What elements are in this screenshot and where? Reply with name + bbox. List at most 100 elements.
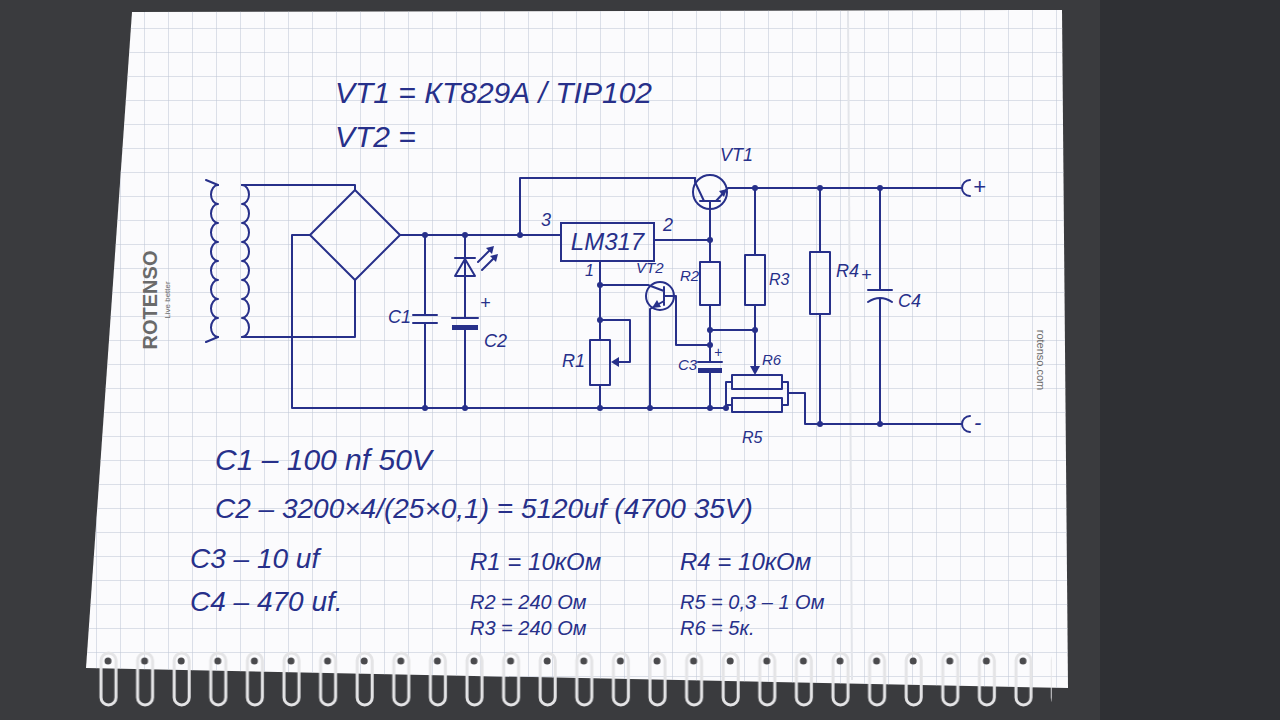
potentiometer-symbol (590, 340, 610, 385)
solid-marks (422, 232, 428, 238)
solid-marks (877, 421, 883, 427)
solid-marks (707, 405, 713, 411)
part-note: VT1 = КТ829А / TIP102 (335, 78, 652, 108)
part-label: VT2 (636, 260, 664, 275)
solid-marks (750, 366, 760, 375)
polarity-mark: + (480, 294, 491, 312)
part-label: VT1 (720, 146, 753, 164)
solid-marks (647, 405, 653, 411)
capacitor-symbol (868, 188, 892, 424)
regulator-box: LM317 (560, 222, 655, 262)
transformer-primary (211, 185, 218, 337)
solid-marks (597, 282, 603, 288)
circuit-wires (709, 305, 711, 362)
watermark: rotenso.com (1035, 330, 1046, 391)
solid-marks (517, 232, 523, 238)
part-label: R4 (836, 262, 859, 280)
part-value: R4 = 10кОм (680, 550, 811, 574)
circuit-wires (242, 185, 355, 190)
part-label: R6 (762, 352, 781, 367)
circuit-wires (242, 280, 355, 337)
part-label: R3 (769, 272, 789, 288)
part-value: R5 = 0,3 – 1 Ом (680, 592, 824, 612)
part-value: R1 = 10кОм (470, 550, 601, 574)
circuit-wires (726, 382, 962, 424)
capacitor-symbol (698, 362, 722, 408)
solid-marks (752, 327, 758, 333)
part-value: C3 – 10 uf (190, 545, 319, 573)
solid-marks (597, 317, 603, 323)
solid-marks (462, 405, 468, 411)
circuit-wires (292, 235, 726, 408)
part-value: R3 = 240 Ом (470, 618, 587, 638)
background (1100, 0, 1280, 720)
terminal-sign: - (974, 412, 981, 434)
solid-marks (817, 185, 823, 191)
transformer-secondary (242, 185, 249, 337)
part-label: C3 (678, 357, 697, 372)
part-label: R1 (562, 352, 585, 370)
circuit-wires (819, 188, 821, 424)
solid-marks (723, 405, 729, 411)
solid-marks (719, 189, 727, 197)
solid-marks (422, 405, 428, 411)
pin-number: 3 (541, 211, 551, 229)
terminal-symbol (962, 180, 970, 432)
circuit-wires (710, 305, 755, 368)
resistor-symbol (700, 262, 720, 305)
solid-marks (707, 327, 713, 333)
solid-marks (597, 405, 603, 411)
solid-marks (652, 300, 661, 308)
circuit-wires (599, 262, 601, 340)
circuit-wires (206, 175, 970, 432)
solid-marks (877, 185, 883, 191)
circuit-wires (600, 285, 710, 408)
part-label: C4 (898, 292, 921, 310)
solid-marks (817, 421, 823, 427)
circuit-wires (600, 320, 630, 362)
part-label: C2 (484, 332, 507, 350)
circuit-wires (754, 188, 756, 255)
paper-sheet (86, 10, 1068, 710)
pin-number: 2 (663, 216, 673, 234)
polarity-mark: + (861, 266, 872, 284)
solid-marks (422, 185, 883, 427)
circuit-wires (655, 201, 710, 262)
solid-marks (486, 246, 494, 254)
capacitor-symbol (452, 276, 478, 408)
solid-marks (752, 185, 758, 191)
paper-sheet (86, 10, 1068, 688)
solid-marks (611, 357, 619, 367)
diode-bridge (310, 190, 400, 280)
led-symbol (455, 235, 496, 276)
circuit-wires (520, 178, 695, 235)
chip-name: LM317 (571, 230, 644, 254)
potentiometer-symbol (732, 375, 782, 389)
part-label: R2 (680, 268, 699, 283)
solid-marks (462, 232, 468, 238)
polarity-mark: + (714, 345, 722, 359)
watermark: ROTENSO (140, 251, 160, 350)
circuit-wires (695, 178, 962, 201)
solid-marks (698, 368, 722, 373)
part-value: R6 = 5к. (680, 618, 754, 638)
circuit-wires (599, 385, 601, 408)
circuit-wires (206, 180, 218, 342)
paper-sheet (92, 645, 1052, 710)
resistor-symbol (732, 398, 782, 412)
resistor-symbol (810, 252, 830, 314)
solid-marks (452, 325, 478, 330)
paper-sheet (86, 10, 1068, 688)
solid-marks (707, 237, 713, 243)
part-label: C1 (388, 308, 411, 326)
pin-number: 1 (585, 263, 594, 279)
solid-marks (490, 254, 498, 262)
watermark: Live better (164, 281, 172, 318)
paper-sheet (848, 11, 852, 680)
part-value: C2 – 3200×4/(25×0,1) = 5120uf (4700 35V) (215, 495, 753, 523)
terminal-sign: + (973, 176, 986, 198)
circuit-wires (455, 259, 475, 276)
solid-marks (707, 342, 713, 348)
